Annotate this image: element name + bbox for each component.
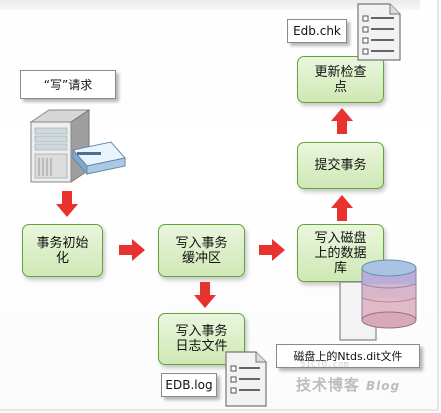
arrow-right-to-buffer [119,239,145,261]
checkpoint-file-icon [356,2,402,62]
arrow-down-to-log [194,282,216,308]
write-request-label: “写”请求 [20,70,116,99]
checkpoint-file-label: Edb.chk [287,19,347,43]
arrow-up-to-checkpoint [331,108,353,134]
watermark-url: 51CTO.com [300,360,349,370]
node-commit-transaction: 提交事务 [297,142,384,189]
node-write-buffer: 写入事务 缓冲区 [158,224,245,277]
watermark-blog: Blog [366,379,401,393]
log-file-label: EDB.log [161,373,217,397]
arrow-right-to-disk [259,239,285,261]
top-bar [0,0,420,10]
watermark-main: 技术博客 [296,376,361,394]
node-update-checkpoint: 更新检查 点 [297,56,384,103]
ntds-file-label: 磁盘上的Ntds.dit文件 [276,344,420,368]
server-icon [27,106,127,186]
arrow-down-to-init [56,191,78,217]
watermark: 技术博客 Blog [296,374,400,395]
log-file-icon [224,350,268,408]
database-icon [336,258,426,344]
node-transaction-init: 事务初始 化 [22,224,103,277]
arrow-up-to-commit [331,195,353,221]
